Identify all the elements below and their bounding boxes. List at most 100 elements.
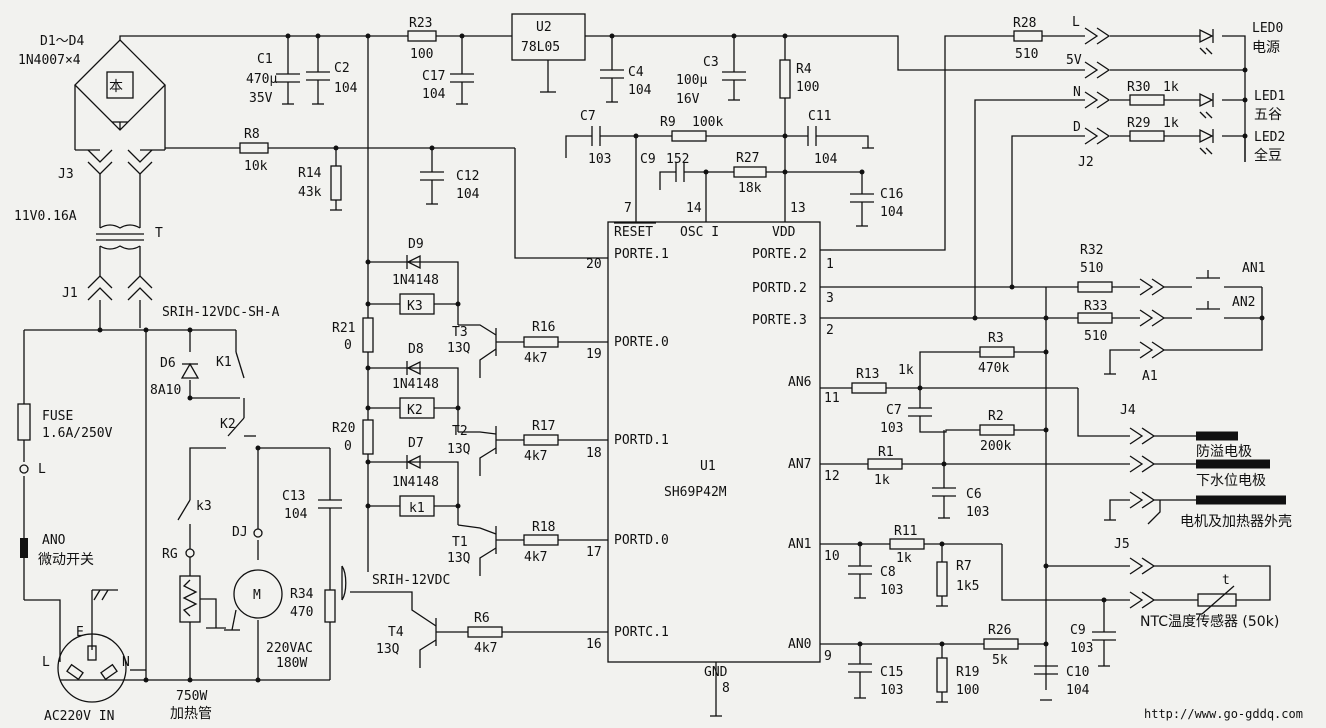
t4-label: T4 xyxy=(388,625,404,640)
resistor-r29 xyxy=(1129,130,1165,142)
reset-network-wiring xyxy=(565,126,874,222)
bridge-rectifier-d1-d4: 本 xyxy=(74,39,166,150)
an1-network xyxy=(820,543,1130,607)
an1-switch-label: AN1 xyxy=(1242,261,1265,276)
c7-top-value: 103 xyxy=(588,152,611,167)
resistor-r9 xyxy=(671,130,707,142)
d6-label: D6 xyxy=(160,356,176,371)
pin-19: 19 xyxy=(586,347,602,362)
t3-value: 13Q xyxy=(447,341,471,356)
dj-label: DJ xyxy=(232,525,248,540)
led-connector-wiring xyxy=(832,35,1246,318)
c3-value: 100μ xyxy=(676,73,707,88)
connector-j5-ntc xyxy=(1046,557,1271,667)
c16-label: C16 xyxy=(880,187,903,202)
r26-label: R26 xyxy=(988,623,1011,638)
ano-caption: 微动开关 xyxy=(38,552,94,568)
j1-label: J1 xyxy=(62,286,78,301)
j2-pin-5v-label: 5V xyxy=(1066,53,1082,68)
pin-2: 2 xyxy=(826,323,834,338)
r34-label: R34 xyxy=(290,587,314,602)
mcu-gnd-pin: GND xyxy=(704,665,728,680)
mcu-an7: AN7 xyxy=(788,457,811,472)
capacitor-c12 xyxy=(420,148,444,205)
resistor-r18 xyxy=(523,534,559,546)
d1d4-label: D1～D4 xyxy=(40,34,84,49)
top-rail-wiring xyxy=(119,35,1246,222)
d7-label: D7 xyxy=(408,436,424,451)
c12-label: C12 xyxy=(456,169,479,184)
c15-label: C15 xyxy=(880,665,903,680)
r29-label: R29 xyxy=(1127,116,1150,131)
pin-12: 12 xyxy=(824,469,840,484)
buzzer-and-t4 xyxy=(341,565,608,668)
fuse-value: 1.6A/250V xyxy=(42,426,113,441)
transistor-t1 xyxy=(457,524,608,576)
relay-coil-k3 xyxy=(399,293,435,315)
r21-value: 0 xyxy=(344,338,352,353)
r13-label: R13 xyxy=(856,367,879,382)
j4-low-water-electrode: 下水位电极 xyxy=(1196,473,1266,489)
pin-16: 16 xyxy=(586,637,602,652)
c15-value: 103 xyxy=(880,683,903,698)
r27-value: 18k xyxy=(738,181,762,196)
resistor-r20 xyxy=(362,419,374,455)
c7-bottom-value: 103 xyxy=(880,421,903,436)
r30-label: R30 xyxy=(1127,80,1150,95)
r6-label: R6 xyxy=(474,611,490,626)
resistor-r17 xyxy=(523,434,559,446)
motor-m-label: M xyxy=(253,588,261,603)
k2-switch-label: K2 xyxy=(220,417,236,432)
j4-overflow-electrode: 防溢电极 xyxy=(1196,444,1252,460)
r30-value: 1k xyxy=(1163,80,1179,95)
ac-input-label: AC220V IN xyxy=(44,709,114,724)
socket-n-label: N xyxy=(122,655,130,670)
terminal-l xyxy=(19,464,29,474)
r20-value: 0 xyxy=(344,439,352,454)
r27-label: R27 xyxy=(736,151,759,166)
relay-coil-k2 xyxy=(399,397,435,419)
c4-value: 104 xyxy=(628,83,652,98)
j2-pin-l-label: L xyxy=(1072,15,1080,30)
heater-caption: 加热管 xyxy=(170,706,212,722)
c17-value: 104 xyxy=(422,87,446,102)
pin-14: 14 xyxy=(686,201,702,216)
mcu-porte2: PORTE.2 xyxy=(752,247,807,262)
source-url: http://www.go-gddq.com xyxy=(1144,707,1303,721)
r17-label: R17 xyxy=(532,419,555,434)
r6-value: 4k7 xyxy=(474,641,497,656)
c13-value: 104 xyxy=(284,507,308,522)
capacitor-c3 xyxy=(722,36,746,101)
resistor-r26 xyxy=(983,638,1019,650)
u2-value: 78L05 xyxy=(521,40,560,55)
r32-value: 510 xyxy=(1080,261,1103,276)
transistor-t2 xyxy=(458,426,608,476)
ntc-t-label: t xyxy=(1222,573,1230,588)
r33-value: 510 xyxy=(1084,329,1107,344)
mcu-porte0: PORTE.0 xyxy=(614,335,669,350)
mcu-portc1: PORTC.1 xyxy=(614,625,669,640)
led-diodes xyxy=(1199,28,1214,155)
r14-label: R14 xyxy=(298,166,322,181)
r3-label: R3 xyxy=(988,331,1004,346)
mcu-vdd-pin: VDD xyxy=(772,225,796,240)
j2-label: J2 xyxy=(1078,155,1094,170)
r19-label: R19 xyxy=(956,665,979,680)
resistor-r6 xyxy=(467,626,503,638)
c9-bottom-label: C9 xyxy=(1070,623,1086,638)
c3-label: C3 xyxy=(703,55,719,70)
mcu-portd0: PORTD.0 xyxy=(614,533,669,548)
capacitor-c1 xyxy=(276,36,300,105)
c17-label: C17 xyxy=(422,69,445,84)
t1-label: T1 xyxy=(452,535,468,550)
resistor-r7 xyxy=(936,561,948,597)
heater-rg xyxy=(179,548,226,629)
r2-label: R2 xyxy=(988,409,1004,424)
fuse xyxy=(17,403,31,441)
pin-8: 8 xyxy=(722,681,730,696)
c10-value: 104 xyxy=(1066,683,1090,698)
k2-label: K2 xyxy=(407,403,423,418)
diode-d6 xyxy=(180,362,200,379)
resistor-r33 xyxy=(1077,312,1113,324)
